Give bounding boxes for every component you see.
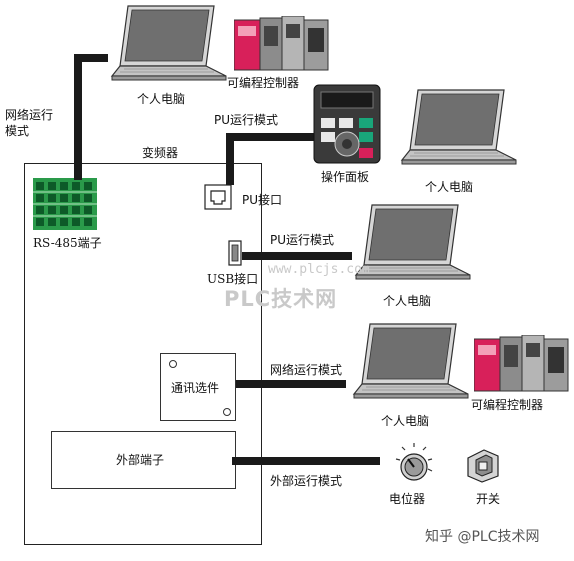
rs485-label: RS-485端子 xyxy=(33,236,102,250)
external-terminal-box xyxy=(51,431,236,489)
pu-mode-usb-label: PU运行模式 xyxy=(270,233,335,247)
plc-top-icon xyxy=(233,15,330,72)
pc-usb-label: 个人电脑 xyxy=(383,294,432,308)
network-mode-option-label: 网络运行模式 xyxy=(270,363,343,377)
potentiometer-icon xyxy=(392,441,436,485)
watermark-footer: 知乎 @PLC技术网 xyxy=(425,529,540,545)
network-mode-left-label: 网络运行 模式 xyxy=(5,108,54,138)
watermark-site-name: PLC技术网 xyxy=(224,287,338,311)
switch-icon xyxy=(464,444,504,484)
external-terminal-label: 外部端子 xyxy=(116,453,165,467)
plc-top-label: 可编程控制器 xyxy=(227,76,300,90)
pu-mode-top-label: PU运行模式 xyxy=(214,113,279,127)
watermark-url: www.plcjs.com xyxy=(268,262,370,277)
pu-port-label: PU接口 xyxy=(242,193,283,207)
rs485-terminal-block xyxy=(33,178,97,230)
rs485-wire-vertical xyxy=(74,54,82,180)
laptop-top-icon xyxy=(110,4,230,88)
option-wire xyxy=(236,380,346,388)
plc-option-icon xyxy=(473,334,570,393)
inverter-title: 变频器 xyxy=(142,146,179,160)
communication-option-label: 通讯选件 xyxy=(171,381,220,395)
external-wire xyxy=(232,457,380,465)
usb-wire xyxy=(242,252,352,260)
pc-panel-label: 个人电脑 xyxy=(425,180,474,194)
laptop-usb-icon xyxy=(354,203,474,287)
external-mode-label: 外部运行模式 xyxy=(270,474,343,488)
potentiometer-label: 电位器 xyxy=(389,492,426,506)
communication-option-box xyxy=(160,353,236,421)
usb-port-icon xyxy=(228,240,242,266)
pu-wire-horizontal xyxy=(226,133,316,141)
usb-port-label: USB接口 xyxy=(207,272,259,286)
pu-port-icon xyxy=(204,184,232,210)
switch-label: 开关 xyxy=(476,492,501,506)
pc-option-label: 个人电脑 xyxy=(381,414,430,428)
operation-panel-label: 操作面板 xyxy=(321,170,370,184)
pu-wire-vertical xyxy=(226,133,234,185)
laptop-option-icon xyxy=(352,322,472,406)
rs485-wire-horizontal xyxy=(74,54,108,62)
plc-option-label: 可编程控制器 xyxy=(471,398,544,412)
pc-top-label: 个人电脑 xyxy=(137,92,186,106)
laptop-panel-icon xyxy=(400,88,520,172)
operation-panel-icon xyxy=(313,84,381,164)
